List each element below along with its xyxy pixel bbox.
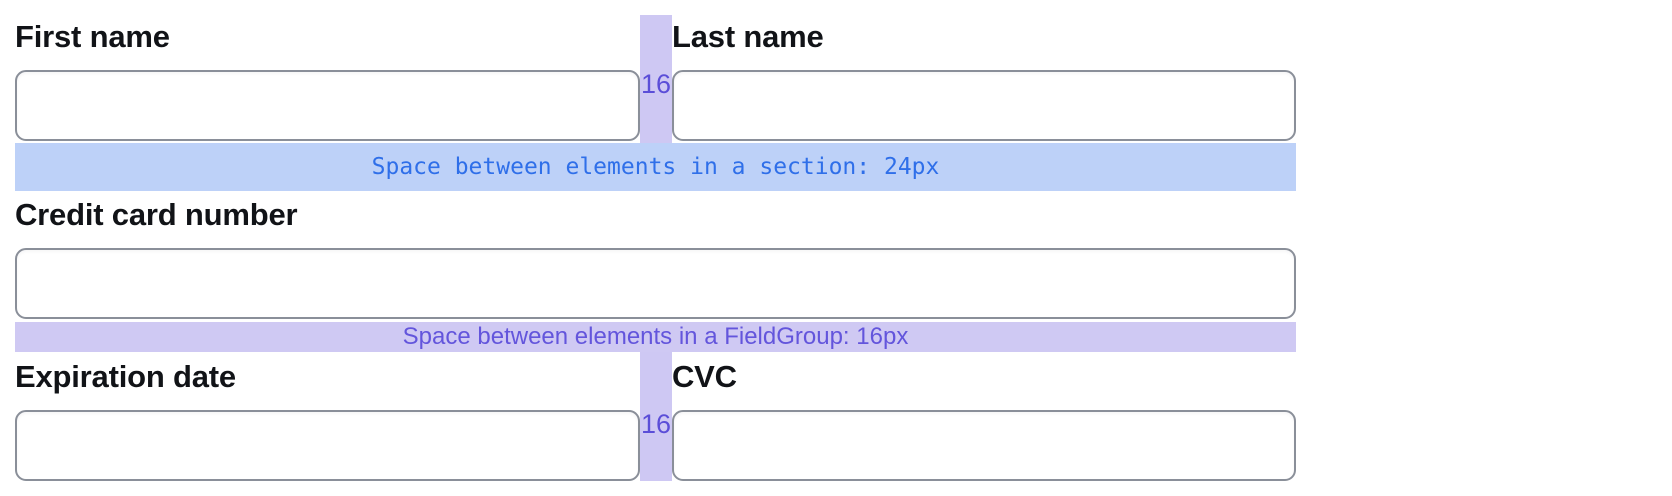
- cvc-input[interactable]: [672, 410, 1296, 481]
- fieldgroup-spacing-demo: First name 16 Last name Space between el…: [15, 0, 1296, 481]
- fieldgroup-space-band: Space between elements in a FieldGroup: …: [15, 322, 1296, 352]
- section-space-annotation: Space between elements in a section: 24p…: [371, 154, 940, 180]
- gap-highlight-bar: [640, 352, 672, 481]
- last-name-field: Last name: [672, 15, 1296, 141]
- first-name-input[interactable]: [15, 70, 640, 141]
- credit-card-number-field: Credit card number: [15, 193, 1296, 319]
- expiry-cvc-field-row: Expiration date 16 CVC: [15, 352, 1296, 481]
- first-name-label: First name: [15, 19, 170, 54]
- expiration-date-input[interactable]: [15, 410, 640, 481]
- name-field-row: First name 16 Last name: [15, 15, 1296, 143]
- expiration-date-label: Expiration date: [15, 359, 236, 394]
- first-name-field: First name: [15, 15, 640, 141]
- last-name-input[interactable]: [672, 70, 1296, 141]
- gap-size-label: 16: [640, 69, 672, 99]
- cvc-label: CVC: [672, 359, 737, 394]
- fieldgroup-space-annotation: Space between elements in a FieldGroup: …: [402, 323, 909, 350]
- section-space-band: Space between elements in a section: 24p…: [15, 143, 1296, 191]
- gap-size-label: 16: [640, 409, 672, 439]
- last-name-label: Last name: [672, 19, 824, 54]
- credit-card-field-row: Credit card number: [15, 193, 1296, 319]
- cvc-field: CVC: [672, 352, 1296, 481]
- gap-highlight-bar: [640, 15, 672, 143]
- credit-card-number-input[interactable]: [15, 248, 1296, 319]
- credit-card-number-label: Credit card number: [15, 197, 298, 232]
- column-gap: 16: [640, 352, 672, 481]
- column-gap: 16: [640, 15, 672, 143]
- expiration-date-field: Expiration date: [15, 352, 640, 481]
